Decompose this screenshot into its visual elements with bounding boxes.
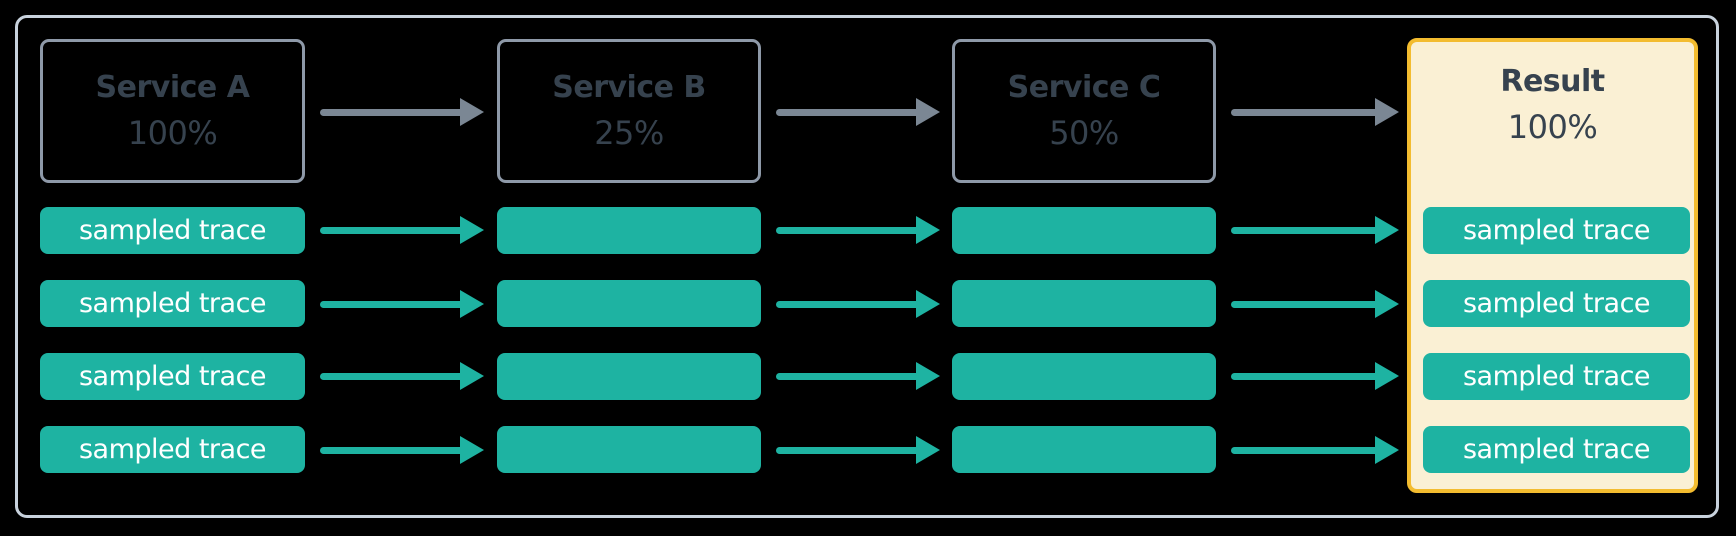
result-title: Result <box>1500 64 1605 99</box>
trace-label: sampled trace <box>1462 361 1651 392</box>
arrow-head <box>460 216 484 244</box>
trace-arrow-icon <box>318 216 484 244</box>
arrow-shaft <box>320 446 464 454</box>
arrow-head <box>916 98 940 126</box>
trace-arrow-icon <box>774 290 940 318</box>
arrow-head <box>460 362 484 390</box>
service-b-box: Service B 25% <box>497 39 761 183</box>
trace-label: sampled trace <box>78 215 267 246</box>
service-c-box: Service C 50% <box>952 39 1216 183</box>
flow-arrow-icon <box>318 98 484 126</box>
arrow-shaft <box>320 372 464 380</box>
service-name: Service C <box>1007 70 1161 105</box>
trace-label: sampled trace <box>78 434 267 465</box>
trace-bar <box>497 207 761 254</box>
arrow-head <box>916 362 940 390</box>
trace-arrow-icon <box>1229 362 1399 390</box>
arrow-head <box>460 436 484 464</box>
arrow-head <box>916 216 940 244</box>
trace-label: sampled trace <box>1462 215 1651 246</box>
trace-arrow-icon <box>774 362 940 390</box>
sampled-trace-bar: sampled trace <box>40 280 305 327</box>
arrow-head <box>916 290 940 318</box>
trace-arrow-icon <box>1229 216 1399 244</box>
sampled-trace-bar: sampled trace <box>40 426 305 473</box>
sampled-trace-bar: sampled trace <box>40 207 305 254</box>
sampled-trace-bar: sampled trace <box>40 353 305 400</box>
arrow-head <box>1375 436 1399 464</box>
result-box: Result 100% sampled trace sampled trace … <box>1407 38 1698 493</box>
trace-label: sampled trace <box>78 361 267 392</box>
arrow-shaft <box>1231 226 1379 234</box>
arrow-head <box>460 290 484 318</box>
service-a-box: Service A 100% <box>40 39 305 183</box>
arrow-head <box>1375 216 1399 244</box>
trace-bar <box>952 207 1216 254</box>
arrow-shaft <box>320 300 464 308</box>
trace-label: sampled trace <box>1462 288 1651 319</box>
result-sample-rate: 100% <box>1507 108 1598 146</box>
sampled-trace-bar: sampled trace <box>1423 280 1690 327</box>
trace-arrow-icon <box>774 216 940 244</box>
arrow-shaft <box>1231 446 1379 454</box>
service-sample-rate: 50% <box>1049 114 1119 152</box>
result-header: Result 100% <box>1411 62 1694 148</box>
diagram-border <box>15 15 1719 518</box>
flow-arrow-icon <box>774 98 940 126</box>
service-name: Service A <box>95 70 250 105</box>
trace-bar <box>952 280 1216 327</box>
arrow-shaft <box>1231 372 1379 380</box>
sampled-trace-bar: sampled trace <box>1423 426 1690 473</box>
trace-arrow-icon <box>318 436 484 464</box>
trace-arrow-icon <box>774 436 940 464</box>
trace-arrow-icon <box>318 290 484 318</box>
service-name: Service B <box>552 70 706 105</box>
arrow-head <box>1375 290 1399 318</box>
arrow-head <box>1375 362 1399 390</box>
trace-arrow-icon <box>318 362 484 390</box>
arrow-shaft <box>1231 108 1379 116</box>
trace-bar <box>952 426 1216 473</box>
trace-bar <box>497 426 761 473</box>
trace-bar <box>952 353 1216 400</box>
arrow-shaft <box>776 226 920 234</box>
trace-arrow-icon <box>1229 290 1399 318</box>
arrow-shaft <box>320 226 464 234</box>
arrow-shaft <box>776 108 920 116</box>
service-sample-rate: 25% <box>594 114 664 152</box>
arrow-shaft <box>1231 300 1379 308</box>
trace-label: sampled trace <box>78 288 267 319</box>
arrow-head <box>916 436 940 464</box>
arrow-shaft <box>776 300 920 308</box>
flow-arrow-icon <box>1229 98 1399 126</box>
arrow-head <box>460 98 484 126</box>
service-sample-rate: 100% <box>127 114 218 152</box>
sampled-trace-bar: sampled trace <box>1423 207 1690 254</box>
arrow-shaft <box>776 446 920 454</box>
trace-bar <box>497 280 761 327</box>
trace-bar <box>497 353 761 400</box>
trace-label: sampled trace <box>1462 434 1651 465</box>
arrow-head <box>1375 98 1399 126</box>
arrow-shaft <box>776 372 920 380</box>
sampled-trace-bar: sampled trace <box>1423 353 1690 400</box>
arrow-shaft <box>320 108 464 116</box>
trace-arrow-icon <box>1229 436 1399 464</box>
